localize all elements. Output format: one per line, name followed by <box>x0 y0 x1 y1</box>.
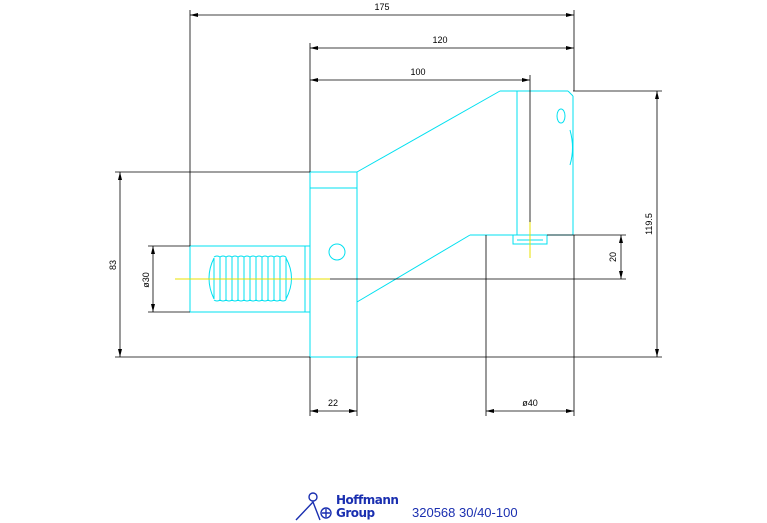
dimension-labels: 175 120 100 83 ø30 119.5 20 22 ø40 <box>108 2 654 408</box>
dimension-lines <box>115 10 662 416</box>
brand-name-line1: Hoffmann <box>336 493 399 507</box>
dim-22: 22 <box>328 398 338 408</box>
dim-83: 83 <box>108 260 118 270</box>
holder-arm <box>356 90 574 303</box>
arrowheads <box>118 13 659 413</box>
part-number: 320568 30/40-100 <box>412 505 518 520</box>
part-outline <box>189 90 574 358</box>
hoffmann-logo-icon <box>295 492 332 521</box>
dim-dia-40: ø40 <box>522 398 538 408</box>
flange-block <box>309 171 358 358</box>
dim-120: 120 <box>432 35 447 45</box>
flange-hole <box>328 243 346 261</box>
dim-100: 100 <box>410 67 425 77</box>
dim-175: 175 <box>374 2 389 12</box>
dim-119-5: 119.5 <box>644 213 654 235</box>
dim-20: 20 <box>608 252 618 262</box>
brand-name-line2: Group <box>336 506 375 520</box>
centerlines <box>175 220 531 280</box>
dim-dia-30: ø30 <box>141 272 151 288</box>
